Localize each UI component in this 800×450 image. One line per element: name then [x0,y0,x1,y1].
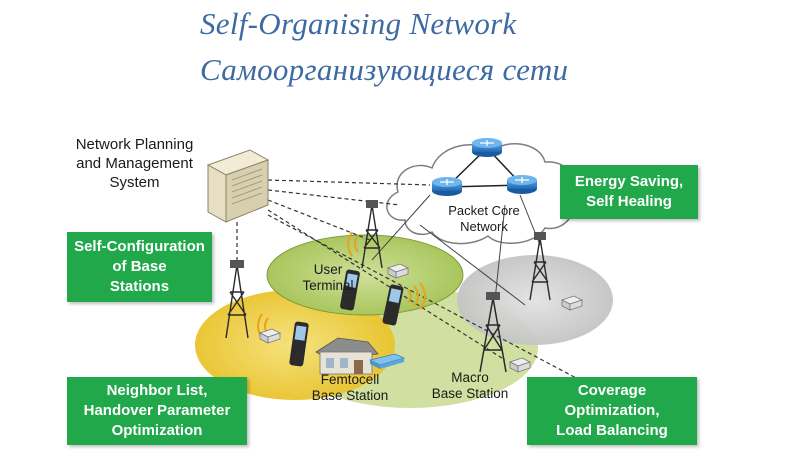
access-point-icon [560,295,584,311]
backhaul-links [371,194,541,306]
title-line-1: Self-Organising Network [200,6,517,41]
macro-label: Macro Base Station [431,370,509,401]
coverage-optimization-box: Coverage Optimization, Load Balancing [527,377,697,445]
tower-icon [225,260,249,339]
tower-icon [529,232,551,301]
neighbor-list-box: Neighbor List, Handover Parameter Optimi… [67,377,247,445]
nms-label: Network Planning and Management System [75,136,194,191]
user-terminal-cell [266,234,464,316]
router-icon [507,175,537,194]
self-configuration-box: Self-Configuration of Base Stations [67,232,212,302]
access-point-icon [386,263,410,279]
server-icon [206,149,270,223]
router-icon [432,177,462,196]
access-point-icon [508,357,532,373]
user-terminal-label: User Terminal [302,262,354,293]
mobile-phone-icon [289,321,309,367]
house-icon [315,337,379,375]
gray-coverage-ellipse [457,255,613,345]
title-line-2: Самоорганизующиеся сети [200,52,569,87]
signal-burst-icon [558,234,566,250]
access-point-icon [258,328,282,344]
tower-icon [479,292,507,373]
femtocell-label: Femtocell Base Station [311,372,389,403]
packet-core-label: Packet Core Network [448,203,520,234]
energy-saving-box: Energy Saving, Self Healing [560,165,698,219]
tower-icon [361,200,383,269]
mobile-phone-icon [382,284,404,326]
mobile-phone-icon [340,269,360,311]
router-icon [472,138,502,157]
femtocell-device-icon [368,353,406,369]
